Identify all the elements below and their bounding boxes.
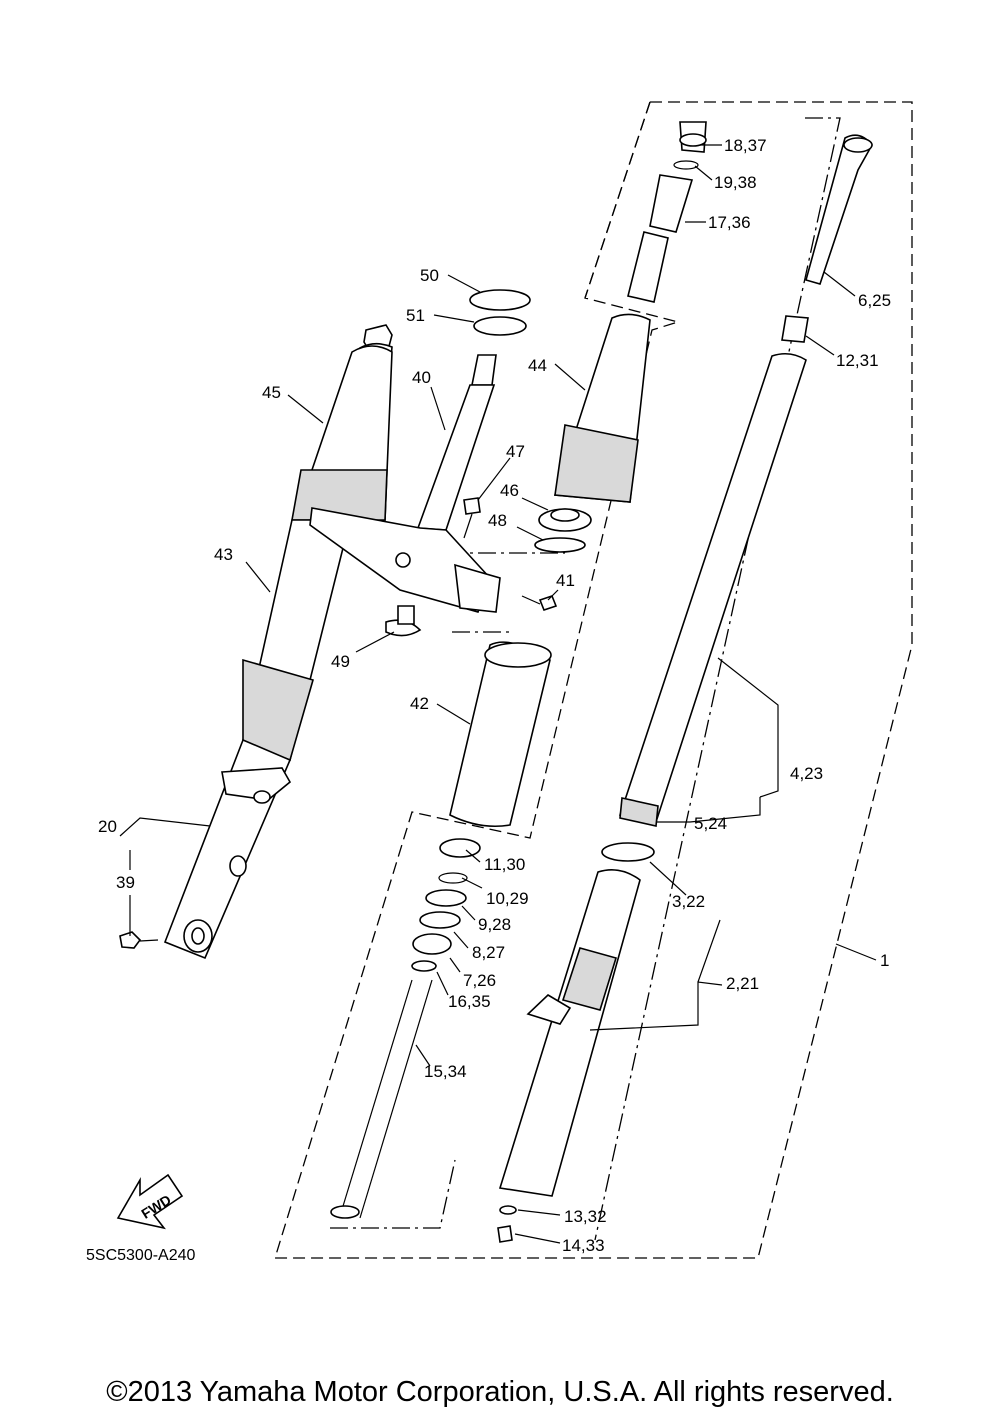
- outer-tube: [498, 869, 641, 1197]
- callout-13-32: 13,32: [564, 1207, 607, 1226]
- fork-cover-upper: [553, 313, 651, 503]
- fork-leg-assembled: [119, 324, 393, 960]
- callout-labels: 18,37 19,38 17,36 6,25 12,31 50 51 44 45…: [86, 136, 891, 1264]
- callout-9-28: 9,28: [478, 915, 511, 934]
- upper-bearing-parts: [469, 289, 531, 336]
- fork-axis-line: [594, 117, 841, 1241]
- callout-42: 42: [410, 694, 429, 713]
- callout-1: 1: [880, 951, 889, 970]
- callout-50: 50: [420, 266, 439, 285]
- callout-49: 49: [331, 652, 350, 671]
- callout-51: 51: [406, 306, 425, 325]
- damper-kit-boundary: [584, 101, 651, 299]
- callout-2-21: 2,21: [726, 974, 759, 993]
- callout-8-27: 8,27: [472, 943, 505, 962]
- fork-spring: [330, 979, 433, 1219]
- damper-rod-upper: [805, 134, 873, 285]
- callout-46: 46: [500, 481, 519, 500]
- seat-stack: [411, 838, 481, 972]
- callout-40: 40: [412, 368, 431, 387]
- callout-5-24: 5,24: [694, 814, 727, 833]
- copyright-notice: ©2013 Yamaha Motor Corporation, U.S.A. A…: [106, 1376, 894, 1408]
- callout-43: 43: [214, 545, 233, 564]
- callout-45: 45: [262, 383, 281, 402]
- ring-nut: [538, 508, 592, 532]
- fork-cover-lower: [449, 641, 552, 828]
- drain-bolt-parts: [497, 1205, 517, 1243]
- callout-44: 44: [528, 356, 547, 375]
- inner-tube: [618, 352, 807, 827]
- oil-seal: [601, 842, 655, 862]
- callout-10-29: 10,29: [486, 889, 529, 908]
- callout-14-33: 14,33: [562, 1236, 605, 1255]
- callout-47: 47: [506, 442, 525, 461]
- lock-washer: [534, 537, 586, 553]
- callout-18-37: 18,37: [724, 136, 767, 155]
- callout-39: 39: [116, 873, 135, 892]
- under-bracket: [309, 354, 558, 637]
- callout-15-34: 15,34: [424, 1062, 467, 1081]
- callout-17-36: 17,36: [708, 213, 751, 232]
- callout-16-35: 16,35: [448, 992, 491, 1011]
- callout-48: 48: [488, 511, 507, 530]
- rod-guide: [781, 315, 809, 343]
- callout-19-38: 19,38: [714, 173, 757, 192]
- callout-12-31: 12,31: [836, 351, 879, 370]
- callout-41: 41: [556, 571, 575, 590]
- callout-7-26: 7,26: [463, 971, 496, 990]
- callout-6-25: 6,25: [858, 291, 891, 310]
- callout-20: 20: [98, 817, 117, 836]
- leader-lines: [119, 144, 877, 1244]
- fwd-arrow-icon: FWD: [116, 1173, 184, 1230]
- callout-4-23: 4,23: [790, 764, 823, 783]
- diagram-code: 5SC5300-A240: [86, 1247, 196, 1264]
- fork-assembly-boundary: [274, 101, 913, 1259]
- spring-axis-line: [330, 1159, 456, 1229]
- callout-11-30: 11,30: [484, 855, 525, 874]
- callout-3-22: 3,22: [672, 892, 705, 911]
- damper-rod-parts: [627, 121, 707, 303]
